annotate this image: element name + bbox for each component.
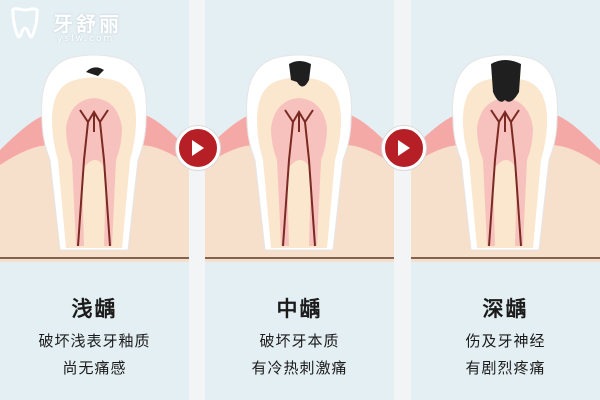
watermark-site: ysIw.com (57, 34, 115, 44)
stage-panel-shallow: 浅龋 破坏浅表牙釉质 尚无痛感 (0, 0, 189, 400)
next-stage-arrow-2 (382, 126, 426, 170)
next-stage-arrow-1 (176, 126, 220, 170)
tooth-logo-icon (11, 7, 39, 39)
stage-panel-medium: 中龋 破坏牙本质 有冷热刺激痛 (205, 0, 394, 400)
stage-symptom: 有剧烈疼痛 (465, 359, 546, 377)
decay (86, 67, 104, 76)
tooth-illustration-deep (411, 0, 600, 262)
watermark-brand: 牙舒丽 (53, 12, 122, 36)
stage-description: 破坏牙本质 (259, 332, 340, 350)
tooth-illustration-medium (205, 0, 394, 262)
arrow-right-icon (398, 140, 410, 156)
stage-symptom: 尚无痛感 (62, 359, 127, 377)
stage-panel-deep: 深龋 伤及牙神经 有剧烈疼痛 (411, 0, 600, 400)
tooth-illustration-shallow (0, 0, 189, 262)
stage-symptom: 有冷热刺激痛 (251, 359, 348, 377)
watermark-logo: 牙舒丽 ysIw.com (5, 4, 145, 50)
nerve (77, 109, 111, 247)
stage-description: 破坏浅表牙釉质 (38, 332, 151, 350)
stage-title: 深龋 (482, 297, 529, 321)
stage-description: 伤及牙神经 (465, 332, 546, 350)
stage-title: 浅龋 (71, 297, 118, 321)
stage-title: 中龋 (276, 297, 323, 321)
arrow-right-icon (192, 140, 204, 156)
